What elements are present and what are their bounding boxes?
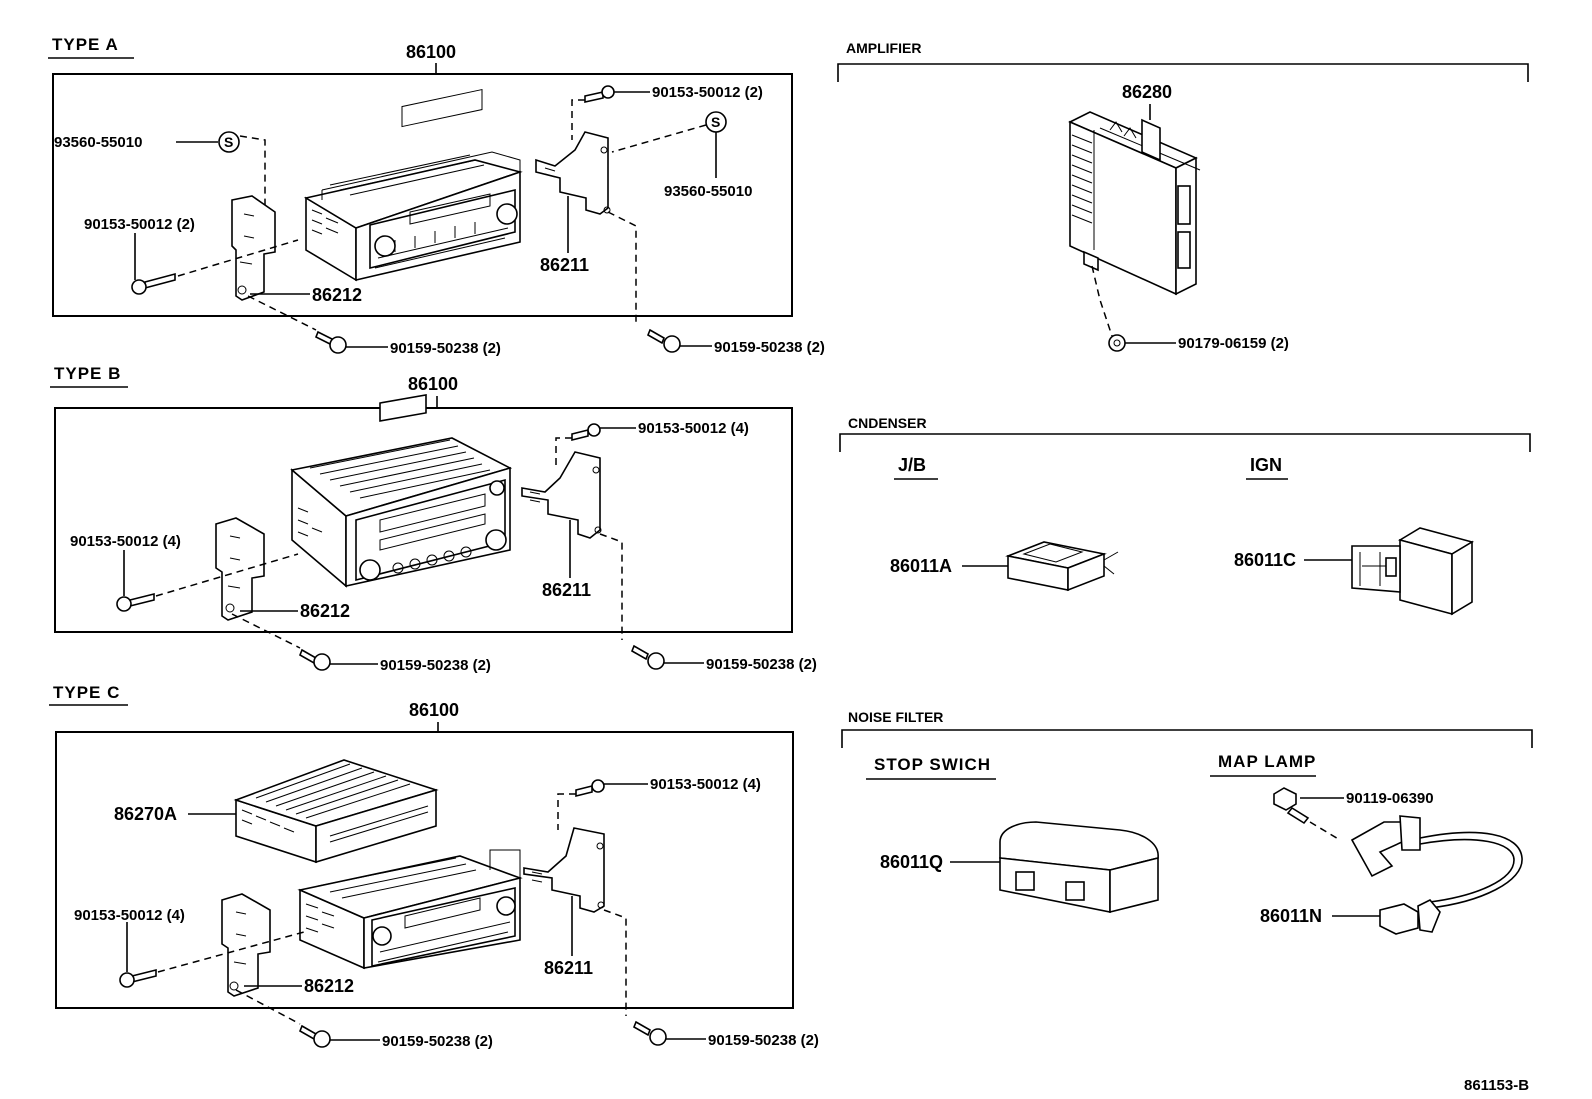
type-c-bracket-right[interactable] xyxy=(523,827,605,913)
noise-filter-stop-part[interactable] xyxy=(999,821,1159,914)
type-b-bracket-right[interactable] xyxy=(521,451,602,539)
type-b-bracket-left[interactable] xyxy=(215,517,265,621)
amplifier-nut-label[interactable]: 90179-06159 (2) xyxy=(1178,335,1289,352)
condenser-jb-part[interactable] xyxy=(1005,541,1119,592)
type-b-screw-top-label[interactable]: 90153-50012 (4) xyxy=(638,420,749,437)
amplifier-title: AMPLIFIER xyxy=(846,40,921,56)
type-c-screw-top[interactable] xyxy=(575,779,605,798)
type-c-changer-unit[interactable] xyxy=(233,759,439,864)
type-a-bolt-right-label[interactable]: 90159-50238 (2) xyxy=(714,339,825,356)
type-c-frame xyxy=(55,731,794,1009)
type-c-bolt-right[interactable] xyxy=(632,1020,667,1046)
noise-filter-map-part-label[interactable]: 86011N xyxy=(1260,906,1322,926)
amplifier-group: AMPLIFIER 86280 90179-06159 (2) xyxy=(837,40,1529,352)
type-a-title: TYPE A xyxy=(52,35,119,54)
type-c-screw-top-label[interactable]: 90153-50012 (4) xyxy=(650,776,761,793)
type-b-title: TYPE B xyxy=(54,364,121,383)
type-a-bracket-left[interactable] xyxy=(231,195,276,301)
noise-filter-screw-label[interactable]: 90119-06390 xyxy=(1346,790,1434,807)
type-b-screw-left[interactable] xyxy=(116,592,155,612)
condenser-group: CNDENSER J/B IGN 86011A 86011C xyxy=(839,415,1531,616)
amplifier-unit[interactable] xyxy=(1068,111,1201,296)
noise-filter-screw[interactable] xyxy=(1273,787,1310,825)
type-a-bracket-right-label[interactable]: 86211 xyxy=(540,255,589,275)
amplifier-nut-icon[interactable] xyxy=(1108,334,1126,352)
type-a-seal-left-label[interactable]: 93560-55010 xyxy=(54,134,142,151)
diagram-id: 861153-B xyxy=(1464,1077,1529,1094)
type-b-bolt-right-label[interactable]: 90159-50238 (2) xyxy=(706,656,817,673)
amplifier-unit-label[interactable]: 86280 xyxy=(1122,82,1172,102)
type-a-seal-right-icon[interactable]: S xyxy=(705,111,727,133)
condenser-ign-part-label[interactable]: 86011C xyxy=(1234,550,1296,570)
type-b-radio-label[interactable]: 86100 xyxy=(408,374,458,394)
type-a-frame xyxy=(52,73,793,317)
condenser-ign-label: IGN xyxy=(1250,455,1282,475)
type-c-screw-left[interactable] xyxy=(119,968,157,988)
noise-filter-title: NOISE FILTER xyxy=(848,709,943,725)
type-c-bracket-left-label[interactable]: 86212 xyxy=(304,976,354,996)
type-b-group: TYPE B 86100 90153-50012 (4) xyxy=(50,364,817,674)
condenser-jb-part-label[interactable]: 86011A xyxy=(890,556,952,576)
type-a-group: TYPE A 86100 90153-500 xyxy=(48,35,825,357)
type-a-screw-left[interactable] xyxy=(131,272,176,295)
type-b-bracket-left-label[interactable]: 86212 xyxy=(300,601,350,621)
noise-filter-stop-part-label[interactable]: 86011Q xyxy=(880,852,943,872)
type-b-bolt-right[interactable] xyxy=(630,644,665,670)
svg-text:S: S xyxy=(711,114,720,130)
type-a-screw-top-label[interactable]: 90153-50012 (2) xyxy=(652,84,763,101)
type-a-seal-left-icon[interactable]: S xyxy=(218,131,240,153)
type-a-bolt-right[interactable] xyxy=(646,328,681,353)
type-a-bracket-right[interactable] xyxy=(535,131,611,215)
type-a-seal-right-label[interactable]: 93560-55010 xyxy=(664,183,752,200)
noise-filter-map-part[interactable] xyxy=(1350,815,1523,935)
type-b-bolt-left[interactable] xyxy=(298,648,331,671)
type-b-radio-unit[interactable] xyxy=(290,393,513,588)
svg-text:S: S xyxy=(224,134,233,150)
type-c-screw-left-label[interactable]: 90153-50012 (4) xyxy=(74,907,185,924)
type-b-bolt-left-label[interactable]: 90159-50238 (2) xyxy=(380,657,491,674)
type-a-screw-left-label[interactable]: 90153-50012 (2) xyxy=(84,216,195,233)
type-a-bracket-left-label[interactable]: 86212 xyxy=(312,285,362,305)
noise-filter-group: NOISE FILTER STOP SWICH MAP LAMP 86011Q … xyxy=(841,709,1533,935)
condenser-jb-label: J/B xyxy=(898,455,926,475)
type-c-changer-label[interactable]: 86270A xyxy=(114,804,177,824)
type-c-bolt-left[interactable] xyxy=(298,1024,331,1048)
type-b-screw-left-label[interactable]: 90153-50012 (4) xyxy=(70,533,181,550)
type-b-screw-top[interactable] xyxy=(571,423,601,442)
condenser-title: CNDENSER xyxy=(848,415,927,431)
type-c-bracket-right-label[interactable]: 86211 xyxy=(544,958,593,978)
type-c-radio-label[interactable]: 86100 xyxy=(409,700,459,720)
type-c-bolt-left-label[interactable]: 90159-50238 (2) xyxy=(382,1033,493,1050)
type-a-radio-label[interactable]: 86100 xyxy=(406,42,456,62)
type-a-radio-unit[interactable] xyxy=(303,88,523,282)
condenser-ign-part[interactable] xyxy=(1351,527,1475,616)
type-c-group: TYPE C 86100 86270A xyxy=(49,683,819,1050)
type-c-bolt-right-label[interactable]: 90159-50238 (2) xyxy=(708,1032,819,1049)
type-a-bolt-left-label[interactable]: 90159-50238 (2) xyxy=(390,340,501,357)
type-a-bolt-left[interactable] xyxy=(314,330,347,354)
noise-filter-map-label: MAP LAMP xyxy=(1218,752,1316,771)
type-a-screw-top[interactable] xyxy=(584,85,615,103)
noise-filter-stop-label: STOP SWICH xyxy=(874,755,991,774)
type-b-bracket-right-label[interactable]: 86211 xyxy=(542,580,591,600)
type-c-bracket-left[interactable] xyxy=(221,893,271,997)
type-c-title: TYPE C xyxy=(53,683,120,702)
type-c-radio-unit[interactable] xyxy=(297,849,523,970)
